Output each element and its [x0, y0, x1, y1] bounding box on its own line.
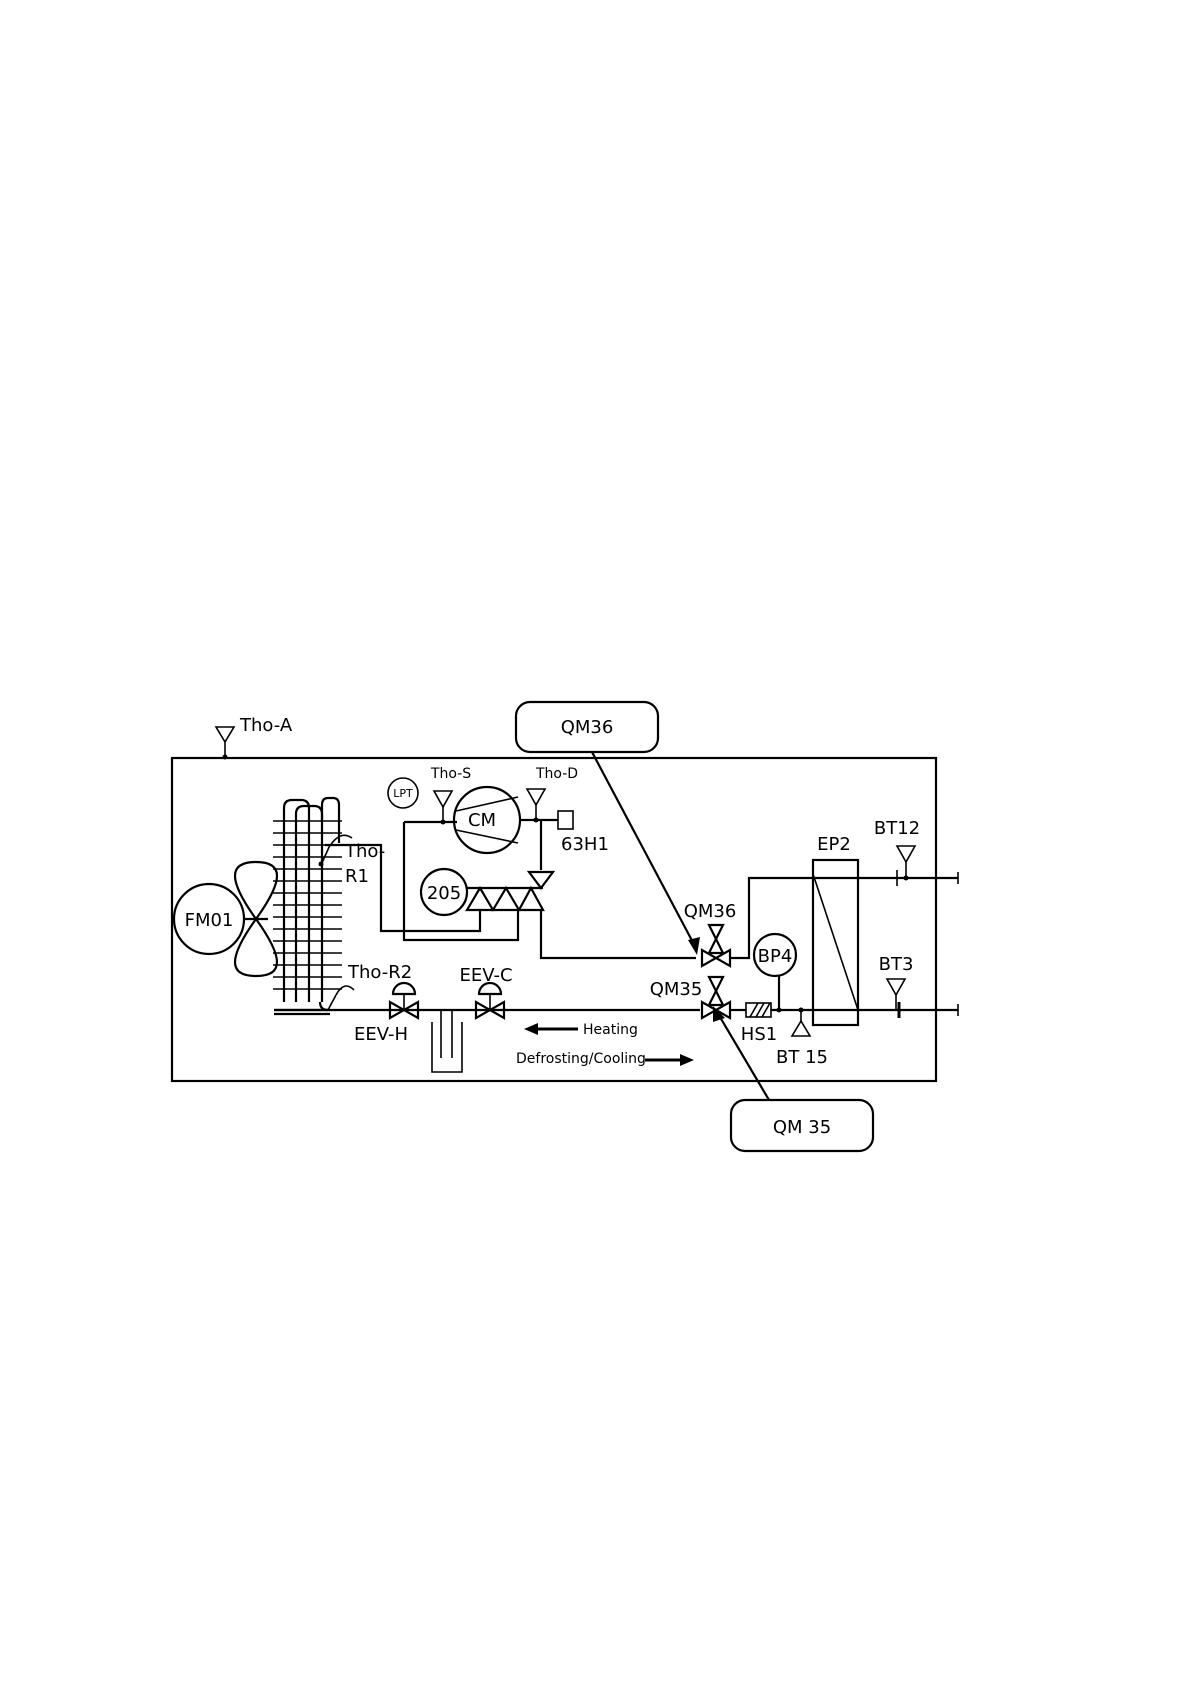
receiver-tank	[432, 1010, 462, 1072]
205-label: 205	[427, 883, 461, 904]
eev-c-label: EEV-C	[459, 965, 512, 986]
qm36-pointer-arrowhead	[688, 937, 700, 955]
qm35-callout-label: QM 35	[773, 1117, 831, 1138]
unit-frame	[172, 758, 936, 1081]
hs1-label: HS1	[741, 1024, 777, 1045]
tho-d-label: Tho-D	[535, 766, 578, 782]
bt3-label: BT3	[879, 954, 914, 975]
heating-arrow-icon	[524, 1023, 578, 1035]
heating-label: Heating	[583, 1022, 638, 1038]
gas-pipe-to-qm36	[541, 910, 696, 958]
defrost-label: Defrosting/Cooling	[516, 1051, 646, 1067]
four-way-valve-icon	[467, 872, 553, 910]
bt12-sensor	[897, 846, 915, 886]
63h1-label: 63H1	[561, 834, 609, 855]
bt15-sensor	[792, 1008, 810, 1037]
tho-a-sensor	[216, 727, 234, 760]
eev-h-valve-icon	[390, 983, 418, 1018]
tho-d-sensor	[527, 789, 545, 823]
fm01-label: FM01	[185, 910, 234, 931]
pressure-switch-63h1	[558, 811, 573, 829]
evaporator-coil	[274, 798, 339, 1014]
bt15-label: BT 15	[776, 1047, 828, 1068]
qm36-valve-icon	[702, 925, 730, 966]
lpt-label: LPT	[393, 787, 413, 800]
bt3-sensor	[887, 979, 905, 1018]
tho-s-sensor	[434, 791, 452, 825]
tho-r2-label: Tho-R2	[347, 962, 412, 983]
tho-s-label: Tho-S	[430, 766, 471, 782]
qm35-label: QM35	[650, 979, 703, 1000]
defrosting-arrow-icon	[645, 1054, 694, 1066]
strainer-hs1-icon	[746, 1003, 771, 1017]
fan-blades-icon	[235, 862, 277, 976]
qm36-callout-label: QM36	[561, 717, 614, 738]
eev-h-label: EEV-H	[354, 1024, 408, 1045]
qm36-label: QM36	[684, 901, 737, 922]
bp4-label: BP4	[758, 946, 793, 967]
tho-r1-label-b: R1	[345, 866, 369, 887]
bt12-label: BT12	[874, 818, 920, 839]
cm-label: CM	[468, 810, 496, 831]
ep2-label: EP2	[817, 834, 851, 855]
eev-c-valve-icon	[476, 983, 504, 1018]
tho-a-label: Tho-A	[239, 715, 293, 736]
